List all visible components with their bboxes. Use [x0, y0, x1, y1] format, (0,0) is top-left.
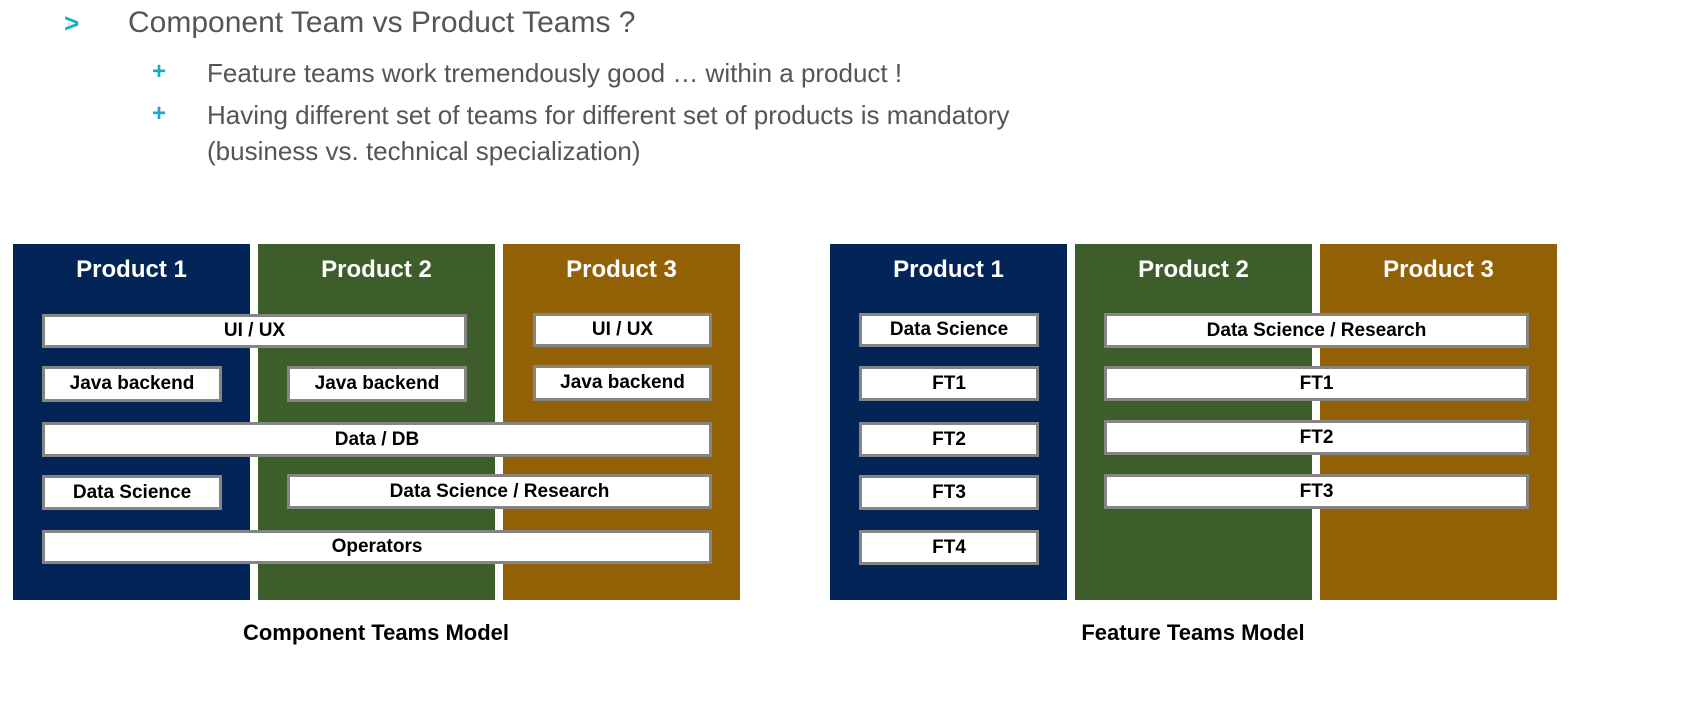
product-header: Product 1	[76, 256, 187, 283]
plus-bullet-icon: +	[152, 58, 167, 85]
chevron-bullet-icon: >	[64, 8, 80, 38]
bullet-text: Having different set of teams for differ…	[207, 100, 1010, 130]
bullet-text-continued: (business vs. technical specialization)	[207, 136, 641, 166]
diagram-caption: Feature Teams Model	[1081, 620, 1305, 645]
team-box: Java backend	[533, 365, 712, 401]
team-box: Data / DB	[42, 422, 712, 457]
team-box: Data Science	[42, 475, 222, 510]
product-header: Product 3	[1383, 256, 1494, 283]
team-box: FT3	[859, 475, 1039, 510]
team-box: FT3	[1104, 474, 1529, 509]
product-header: Product 2	[1138, 256, 1249, 283]
team-box: FT1	[859, 366, 1039, 401]
bullet-text: Feature teams work tremendously good … w…	[207, 58, 903, 88]
diagram-caption: Component Teams Model	[242, 620, 510, 645]
product-header: Product 2	[321, 256, 432, 283]
team-box: FT1	[1104, 366, 1529, 401]
team-box: UI / UX	[533, 313, 712, 347]
slide-title: Component Team vs Product Teams ?	[128, 6, 636, 39]
team-box: Java backend	[287, 366, 467, 402]
team-box: Java backend	[42, 366, 222, 402]
team-box: FT4	[859, 530, 1039, 565]
team-box: UI / UX	[42, 314, 467, 348]
product-header: Product 1	[893, 256, 1004, 283]
team-box: Data Science	[859, 313, 1039, 347]
team-box: Data Science / Research	[1104, 313, 1529, 348]
plus-bullet-icon: +	[152, 100, 167, 127]
product-header: Product 3	[566, 256, 677, 283]
team-box: FT2	[859, 422, 1039, 457]
team-box: Data Science / Research	[287, 474, 712, 509]
team-box: FT2	[1104, 420, 1529, 455]
team-box: Operators	[42, 530, 712, 564]
